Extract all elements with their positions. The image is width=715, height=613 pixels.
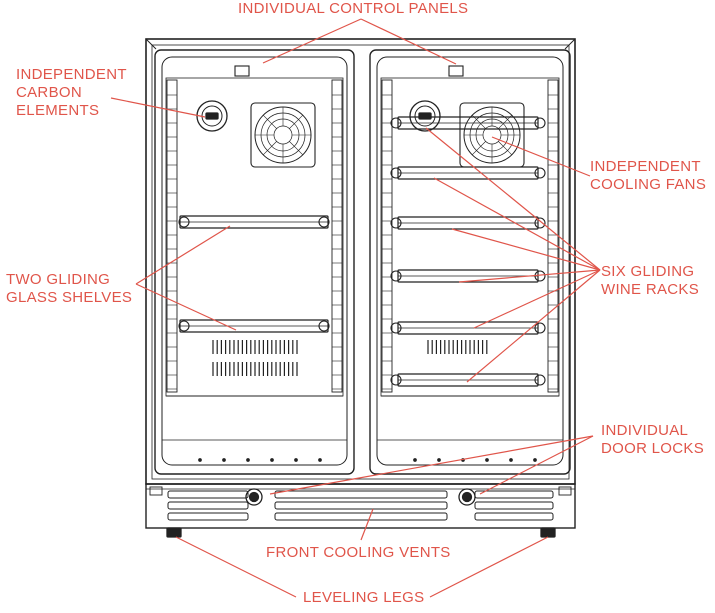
label-glass-shelves: TWO GLIDING GLASS SHELVES — [6, 271, 133, 306]
shelf-clip — [318, 216, 330, 228]
wine-racks-leader — [466, 269, 601, 383]
rack-clip — [534, 167, 546, 179]
base-plinth — [145, 483, 576, 529]
side-rail — [547, 79, 559, 393]
rack-clip — [390, 167, 402, 179]
hinge-dot — [533, 458, 537, 462]
wine-racks-leader — [433, 177, 601, 271]
cooling-fan-left-spoke — [262, 114, 277, 129]
rack-clip — [534, 322, 546, 334]
leveling-legs-leader — [429, 536, 549, 598]
hinge-dot — [246, 458, 250, 462]
base-bracket — [558, 486, 572, 496]
glass-shelves-leader — [135, 225, 231, 285]
label-control-panels: INDIVIDUAL CONTROL PANELS — [238, 0, 469, 17]
side-rail — [381, 79, 393, 393]
wine-racks-leader — [458, 269, 601, 283]
front-cooling-vent — [167, 490, 249, 499]
control-panel-left — [234, 65, 250, 77]
label-wine-racks: SIX GLIDING WINE RACKS — [601, 263, 700, 298]
hinge-dot — [198, 458, 202, 462]
carbon-elements-leader — [110, 97, 206, 118]
control-panels-leader — [360, 18, 457, 65]
wine-racks-leader — [425, 127, 601, 271]
door-right — [369, 49, 571, 475]
label-cooling-fans: INDEPENDENT COOLING FANS — [590, 158, 707, 193]
hinge-dot — [222, 458, 226, 462]
label-cooling-vents: FRONT COOLING VENTS — [266, 544, 451, 561]
front-cooling-vent — [274, 501, 448, 510]
door-lock-left — [245, 488, 263, 506]
hinge-dot — [485, 458, 489, 462]
front-cooling-vent — [474, 490, 554, 499]
carbon-element-right — [409, 100, 441, 132]
door-locks-leader — [269, 435, 594, 495]
door-lock-right-core — [461, 491, 473, 503]
control-panel-right — [448, 65, 464, 77]
label-carbon-elements: INDEPENDENT CARBON ELEMENTS — [16, 66, 127, 119]
wine-racks-leader — [451, 228, 601, 271]
front-cooling-vent — [167, 501, 249, 510]
cooling-fan-left — [250, 102, 316, 168]
door-glass-left — [161, 56, 348, 466]
cooling-fan-left-hub — [273, 125, 293, 145]
door-locks-leader — [479, 435, 594, 495]
hinge-dot — [318, 458, 322, 462]
rack-clip — [534, 374, 546, 386]
control-panels-leader — [262, 18, 362, 64]
side-rail — [166, 79, 178, 393]
cooling-fan-right — [459, 102, 525, 168]
shelf-clip — [178, 216, 190, 228]
door-lock-right — [458, 488, 476, 506]
carbon-element-right-inner — [414, 105, 436, 127]
cooling-fan-left-spoke — [289, 141, 304, 156]
rack-clip — [390, 117, 402, 129]
cooling-fan-right-spoke — [471, 141, 486, 156]
rack-clip — [534, 117, 546, 129]
front-cooling-vent — [274, 490, 448, 499]
hinge-dot — [509, 458, 513, 462]
label-leveling-legs: LEVELING LEGS — [303, 589, 425, 606]
rack-clip — [534, 217, 546, 229]
rack-clip — [390, 322, 402, 334]
carbon-element-left — [196, 100, 228, 132]
leveling-leg-left — [166, 527, 182, 538]
door-lock-left-core — [248, 491, 260, 503]
cooling-fan-left-spoke — [289, 114, 304, 129]
carbon-element-right-core — [418, 112, 432, 120]
glass-shelves-leader — [135, 283, 237, 331]
shelf-clip — [318, 320, 330, 332]
rack-clip — [390, 217, 402, 229]
cooling-fan-right-spoke — [498, 141, 513, 156]
leveling-leg-right — [540, 527, 556, 538]
cooling-fans-leader — [491, 136, 591, 177]
hinge-dot — [437, 458, 441, 462]
cooling-vents-leader — [360, 508, 374, 541]
cabinet-corner — [564, 38, 576, 50]
door-left — [154, 49, 355, 475]
wine-racks-leader — [473, 269, 601, 329]
front-cooling-vent — [474, 512, 554, 521]
side-rail — [331, 79, 343, 393]
cabinet-inner-frame — [151, 44, 570, 480]
base-bracket — [149, 486, 163, 496]
cooling-fan-left-frame — [250, 102, 316, 168]
rack-clip — [390, 270, 402, 282]
rack-clip — [390, 374, 402, 386]
cabinet-corner — [145, 38, 157, 50]
shelf-clip — [178, 320, 190, 332]
hinge-dot — [413, 458, 417, 462]
hinge-dot — [270, 458, 274, 462]
door-glass-right — [376, 56, 564, 466]
leveling-legs-leader — [175, 536, 297, 598]
front-cooling-vent — [274, 512, 448, 521]
carbon-element-left-core — [205, 112, 219, 120]
cooling-fan-left-spoke — [262, 141, 277, 156]
front-cooling-vent — [474, 501, 554, 510]
front-cooling-vent — [167, 512, 249, 521]
hinge-dot — [294, 458, 298, 462]
label-door-locks: INDIVIDUAL DOOR LOCKS — [601, 422, 705, 457]
